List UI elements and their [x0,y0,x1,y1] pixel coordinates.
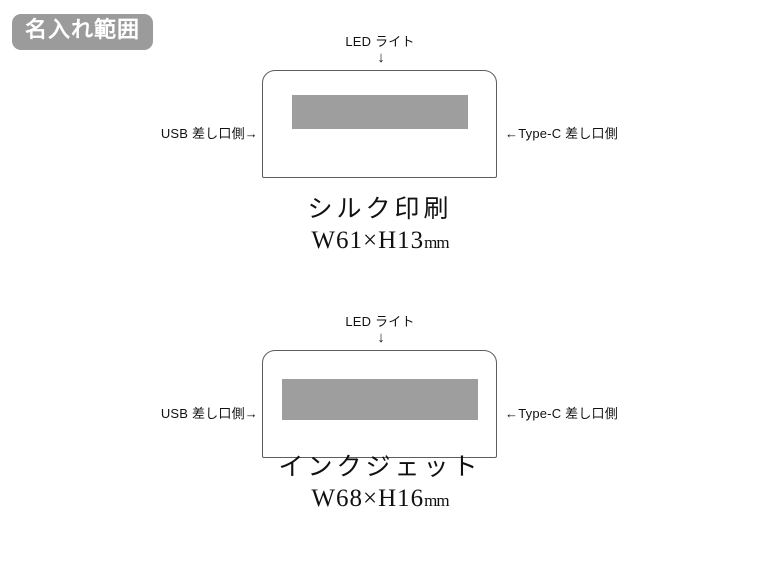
print-size-unit-inkjet: mm [424,491,449,511]
device-outline-inkjet [262,350,497,458]
device-outline-silk [262,70,497,178]
typec-port-side-label-silk: ←Type-C 差し口側 [505,126,618,141]
led-down-arrow-icon-inkjet: ↓ [377,329,385,346]
usb-port-side-label-silk: USB 差し口側→ [160,126,258,141]
usb-port-side-label-inkjet: USB 差し口側→ [160,406,258,421]
print-size-value-inkjet: W68×H16 [311,485,425,513]
print-area-inkjet [282,379,478,420]
print-size-inkjet: W68×H16mm [0,483,760,516]
print-method-inkjet: インクジェット [278,454,482,481]
typec-port-side-label-inkjet: ←Type-C 差し口側 [505,406,618,421]
print-size-unit-silk: mm [424,233,449,253]
caption-silk: シルク印刷 W61×H13mm [0,194,760,258]
caption-inkjet: インクジェット W68×H16mm [0,452,760,516]
print-size-silk: W61×H13mm [0,225,760,258]
led-light-label-inkjet: LED ライト [345,314,415,329]
led-down-arrow-icon-silk: ↓ [377,49,385,66]
led-light-label-silk: LED ライト [345,34,415,49]
print-range-badge: 名入れ範囲 [12,14,154,51]
print-method-silk: シルク印刷 [307,196,453,223]
print-size-value-silk: W61×H13 [311,227,425,255]
print-area-silk [292,95,468,129]
